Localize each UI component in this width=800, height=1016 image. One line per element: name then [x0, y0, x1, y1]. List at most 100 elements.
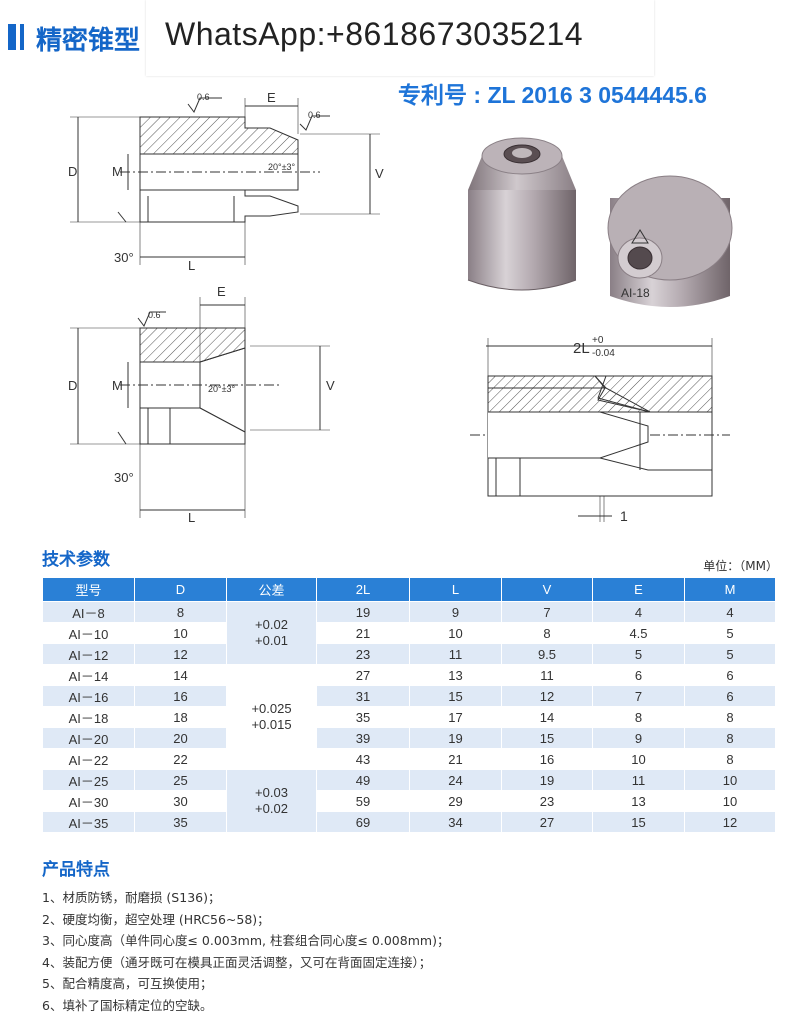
- cell-2l: 23: [317, 644, 410, 665]
- cell-m: 10: [685, 770, 776, 791]
- cell-2l: 31: [317, 686, 410, 707]
- dim-d-bottom: D: [68, 378, 77, 393]
- cell-l: 9: [410, 602, 502, 623]
- cell-e: 6: [593, 665, 685, 686]
- cell-e: 9: [593, 728, 685, 749]
- cell-m: 8: [685, 749, 776, 770]
- cell-l: 29: [410, 791, 502, 812]
- cell-2l: 69: [317, 812, 410, 833]
- cell-v: 23: [502, 791, 593, 812]
- cell-e: 13: [593, 791, 685, 812]
- header-accent-bar-thin: [20, 24, 24, 50]
- chamfer-label-bottom: 30°: [114, 470, 134, 485]
- cell-model: AI－8: [43, 602, 135, 623]
- col-header-d: D: [135, 578, 227, 602]
- cell-m: 12: [685, 812, 776, 833]
- cell-2l: 59: [317, 791, 410, 812]
- cell-2l: 43: [317, 749, 410, 770]
- cell-2l: 35: [317, 707, 410, 728]
- drawing-bottom: [70, 297, 330, 518]
- table-row: AI－18 18 35 17 14 8 8: [43, 707, 776, 728]
- cell-tolerance: +0.02 +0.01: [227, 602, 317, 665]
- tolerance-lower: +0.01: [227, 633, 316, 649]
- finish-label-bottom: 0.6: [148, 310, 161, 320]
- col-header-v: V: [502, 578, 593, 602]
- cell-d: 12: [135, 644, 227, 665]
- dim-v-bottom: V: [326, 378, 335, 393]
- unit-label: 单位：（MM）: [703, 557, 778, 574]
- features-section-title: 产品特点: [42, 855, 110, 880]
- table-row: AI－8 8 +0.02 +0.01 19 9 7 4 4: [43, 602, 776, 623]
- cell-e: 4.5: [593, 623, 685, 644]
- table-row: AI－14 14 +0.025 +0.015 27 13 11 6 6: [43, 665, 776, 686]
- dim-e-bottom: E: [217, 284, 226, 299]
- cell-l: 10: [410, 623, 502, 644]
- cell-d: 30: [135, 791, 227, 812]
- cell-m: 8: [685, 728, 776, 749]
- dim-l-top: L: [188, 258, 195, 273]
- cell-model: AI－10: [43, 623, 135, 644]
- spec-table: 型号 D 公差 2L L V E M AI－8 8 +0.02 +0.01 19…: [42, 577, 776, 833]
- cell-e: 5: [593, 644, 685, 665]
- cell-e: 10: [593, 749, 685, 770]
- cell-d: 22: [135, 749, 227, 770]
- dim-2l-tol-lower: -0.04: [592, 348, 615, 359]
- feature-item: 4、装配方便（通牙既可在模具正面灵活调整，又可在背面固定连接）；: [42, 952, 449, 974]
- cell-l: 34: [410, 812, 502, 833]
- page-title: 精密锥型: [36, 20, 140, 57]
- cell-v: 16: [502, 749, 593, 770]
- cell-m: 5: [685, 623, 776, 644]
- cell-2l: 39: [317, 728, 410, 749]
- cell-v: 19: [502, 770, 593, 791]
- cell-model: AI－12: [43, 644, 135, 665]
- col-header-l: L: [410, 578, 502, 602]
- cell-e: 4: [593, 602, 685, 623]
- cell-d: 18: [135, 707, 227, 728]
- cell-v: 8: [502, 623, 593, 644]
- cell-e: 11: [593, 770, 685, 791]
- cell-m: 10: [685, 791, 776, 812]
- table-row: AI－22 22 43 21 16 10 8: [43, 749, 776, 770]
- tolerance-lower: +0.015: [227, 717, 316, 733]
- angle-label-bottom: 20°±3°: [208, 384, 236, 394]
- cell-model: AI－30: [43, 791, 135, 812]
- dim-2l: 2L: [573, 340, 590, 357]
- cell-l: 13: [410, 665, 502, 686]
- tolerance-upper: +0.025: [227, 701, 316, 717]
- cell-model: AI－14: [43, 665, 135, 686]
- cell-model: AI－20: [43, 728, 135, 749]
- cell-l: 17: [410, 707, 502, 728]
- angle-label-top: 20°±3°: [268, 162, 296, 172]
- cell-v: 27: [502, 812, 593, 833]
- dim-m-bottom: M: [112, 378, 123, 393]
- col-header-2l: 2L: [317, 578, 410, 602]
- dim-v-top: V: [375, 166, 384, 181]
- dim-gap: 1: [620, 508, 628, 524]
- cell-model: AI－18: [43, 707, 135, 728]
- cell-2l: 49: [317, 770, 410, 791]
- cell-2l: 19: [317, 602, 410, 623]
- feature-item: 1、材质防锈，耐磨损 (S136)；: [42, 887, 449, 909]
- cell-v: 9.5: [502, 644, 593, 665]
- cell-d: 25: [135, 770, 227, 791]
- cell-e: 15: [593, 812, 685, 833]
- cell-d: 35: [135, 812, 227, 833]
- chamfer-label-top: 30°: [114, 250, 134, 265]
- feature-item: 5、配合精度高，可互换使用；: [42, 973, 449, 995]
- tolerance-lower: +0.02: [227, 801, 316, 817]
- cell-model: AI－35: [43, 812, 135, 833]
- cell-v: 11: [502, 665, 593, 686]
- cell-2l: 27: [317, 665, 410, 686]
- table-row: AI－16 16 31 15 12 7 6: [43, 686, 776, 707]
- whatsapp-overlay-text: WhatsApp:+8618673035214: [165, 16, 583, 53]
- cell-model: AI－25: [43, 770, 135, 791]
- drawing-top: [70, 98, 380, 265]
- cell-v: 15: [502, 728, 593, 749]
- cell-v: 14: [502, 707, 593, 728]
- cell-l: 15: [410, 686, 502, 707]
- cell-v: 12: [502, 686, 593, 707]
- dim-l-bottom: L: [188, 510, 195, 525]
- cell-m: 8: [685, 707, 776, 728]
- table-row: AI－25 25 +0.03 +0.02 49 24 19 11 10: [43, 770, 776, 791]
- cell-e: 8: [593, 707, 685, 728]
